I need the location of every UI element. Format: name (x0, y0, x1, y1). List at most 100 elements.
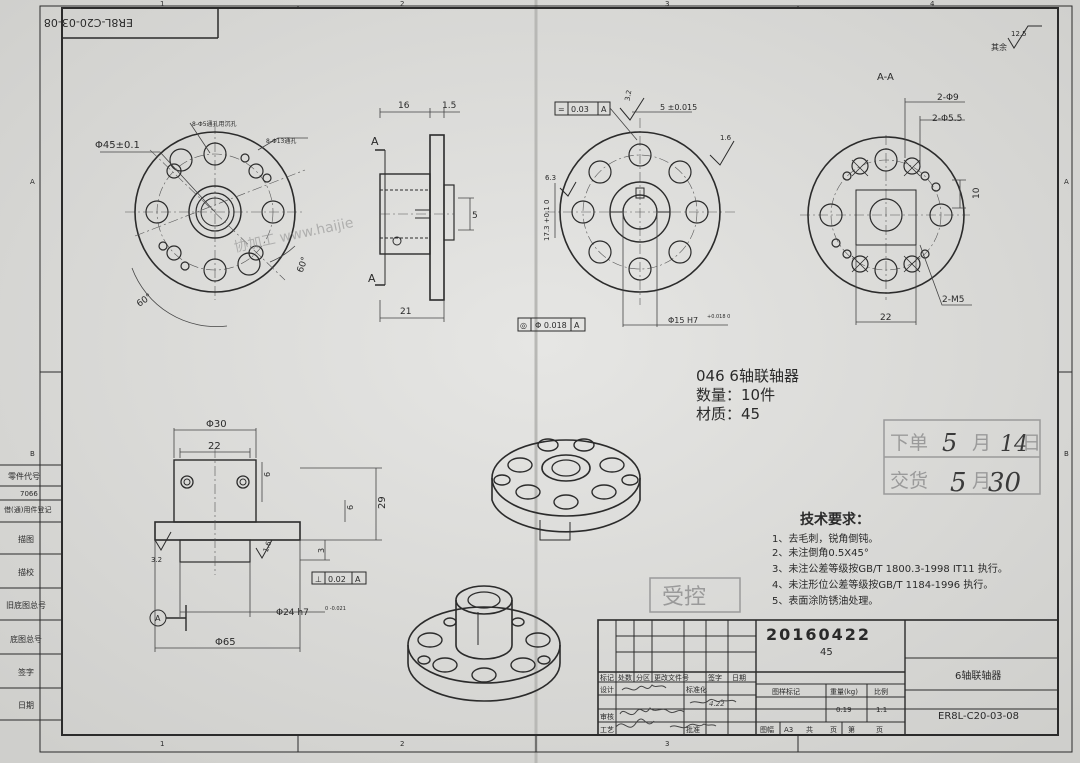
label-page-unit-2: 页 (876, 726, 883, 734)
drawing-frame (39, 5, 1073, 753)
tol-concentricity-value: Φ 0.018 (535, 321, 567, 330)
row-approve: 批准 (686, 725, 700, 734)
svg-text:其余: 其余 (991, 42, 1007, 52)
value-sheet-size: A3 (784, 726, 793, 734)
header-stage-mark: 图样标记 (772, 687, 800, 696)
side-view-flange (375, 108, 474, 322)
dim-total-height: 29 (377, 496, 388, 509)
title-block-drawing-number: ER8L-C20-03-08 (938, 711, 1019, 722)
controlled-stamp-border (649, 577, 741, 613)
dim-flange-thickness: 3 (317, 548, 326, 553)
dim-keyway-width: 5 ±0.015 (660, 103, 697, 112)
tol-symmetry-value: 0.03 (571, 105, 589, 114)
stamp-order-day: 14 (1000, 432, 1028, 457)
svg-text:12.5: 12.5 (1011, 30, 1027, 38)
label-sheet-size: 图幅 (760, 725, 774, 734)
border-letter-a-right: A (1064, 178, 1069, 186)
order-date-stamp (883, 419, 1041, 495)
header-count: 处数 (618, 673, 632, 682)
header-change-doc: 更改文件号 (654, 673, 689, 682)
section-title-a-a: A-A (877, 72, 894, 83)
tech-requirement-4: 4、未注形位公差等级按GB/T 1184-1996 执行。 (772, 578, 993, 591)
stamp-delivery-month: 5 (950, 468, 967, 498)
header-date: 日期 (732, 674, 746, 682)
side-view-lower (149, 428, 382, 652)
roughness-3-2-flange: 3.2 (151, 556, 162, 564)
tol-symmetry-datum: A (601, 105, 607, 114)
side-label-part-number: 7066 (20, 490, 38, 498)
section-view-a-a (800, 98, 972, 325)
dim-bolt-circle: Φ45±0.1 (95, 140, 140, 151)
title-block-date: 20160422 (766, 625, 871, 644)
tech-requirements-title: 技术要求： (800, 511, 870, 528)
dim-hub-diameter: Φ30 (206, 419, 227, 430)
tol-perpendicular-symbol: ⊥ (315, 575, 322, 584)
dim-bore-diameter: Φ15 H7 (668, 316, 698, 325)
title-block-grid (597, 619, 1059, 736)
border-letter-b-right: B (1064, 450, 1069, 458)
stamp-order-day-unit: 日 (1022, 432, 1041, 454)
value-weight: 0.19 (836, 706, 852, 714)
border-number-2: 2 (400, 0, 404, 8)
side-label-base-no: 底图总号 (10, 634, 42, 644)
side-label-date: 日期 (18, 701, 34, 710)
roughness-6-3-left: 6.3 (545, 174, 556, 182)
header-weight: 重量(kg) (830, 688, 858, 696)
label-page-unit-1: 页 (830, 726, 837, 734)
dim-through-holes: 8-Φ13通孔 (266, 137, 296, 145)
dim-2-holes-9: 2-Φ9 (937, 93, 959, 103)
side-label-old-base-no: 旧底图总号 (6, 600, 46, 610)
dim-hub-length: 16 (398, 101, 410, 111)
stamp-order-month-unit: 月 (972, 432, 991, 454)
isometric-view-top (491, 438, 641, 541)
label-total: 共 (806, 725, 813, 734)
handwritten-signatures (615, 684, 737, 729)
tech-requirement-3: 3、未注公差等级按GB/T 1800.3-1998 IT11 执行。 (772, 562, 1008, 575)
side-label-part-code: 零件代号 (8, 471, 40, 481)
tol-perpendicular-datum: A (355, 575, 361, 584)
border-letter-a: A (30, 178, 35, 186)
border-number-5: 3 (665, 740, 669, 748)
dim-2-holes-5-5: 2-Φ5.5 (932, 114, 962, 124)
row-review: 审核 (600, 712, 614, 721)
dim-section-10: 10 (972, 187, 982, 199)
value-scale: 1:1 (876, 706, 887, 714)
header-signature: 签字 (708, 673, 722, 682)
section-marker-a-top: A (371, 135, 379, 148)
isometric-view-bottom (407, 585, 561, 702)
order-quantity: 数量：10件 (696, 386, 775, 404)
dim-2-m5: 2-M5 (942, 295, 964, 305)
stamp-order-month: 5 (942, 429, 957, 457)
handwritten-date: 4.22 (709, 700, 725, 708)
stamp-delivery-month-unit: 月 (972, 470, 991, 492)
row-standardization: 标准化 (686, 685, 707, 694)
stamp-delivery-day: 30 (988, 468, 1021, 498)
dim-spigot-tolerance: 0 -0.021 (325, 606, 346, 612)
roughness-symbol-general: 其余 12.5 (991, 25, 1042, 52)
row-design: 设计 (600, 685, 614, 694)
title-block-material: 45 (820, 647, 833, 658)
border-number-7: 1 (160, 740, 164, 748)
side-label-borrowed: 借(通)用件登记 (4, 505, 51, 514)
header-zone: 分区 (636, 673, 650, 682)
title-block-part-name: 6轴联轴器 (955, 669, 1001, 682)
datum-a-marker: A (155, 614, 161, 623)
dim-overall-length: 21 (400, 307, 411, 317)
border-number-6: 2 (400, 740, 404, 748)
tol-concentricity-symbol: ◎ (520, 321, 527, 330)
border-number-1: 1 (160, 0, 164, 8)
header-mark: 标记 (600, 673, 614, 682)
tol-concentricity-datum: A (574, 321, 580, 330)
border-number-4: 4 (930, 0, 935, 8)
dim-flange-offset: 1.5 (442, 101, 456, 111)
front-view-flange (100, 122, 308, 327)
roughness-1-6-right: 1.6 (720, 134, 732, 142)
dim-hole-height: 6 (263, 472, 272, 477)
label-nth: 第 (848, 725, 855, 734)
tol-symmetry-symbol: = (558, 105, 565, 114)
dim-keyway-depth: 17.3 +0.1 0 (543, 200, 551, 242)
controlled-stamp: 受控 (662, 585, 706, 610)
dim-slot-width: 5 (472, 211, 478, 221)
roughness-3-2-top: 3.2 (624, 89, 634, 101)
